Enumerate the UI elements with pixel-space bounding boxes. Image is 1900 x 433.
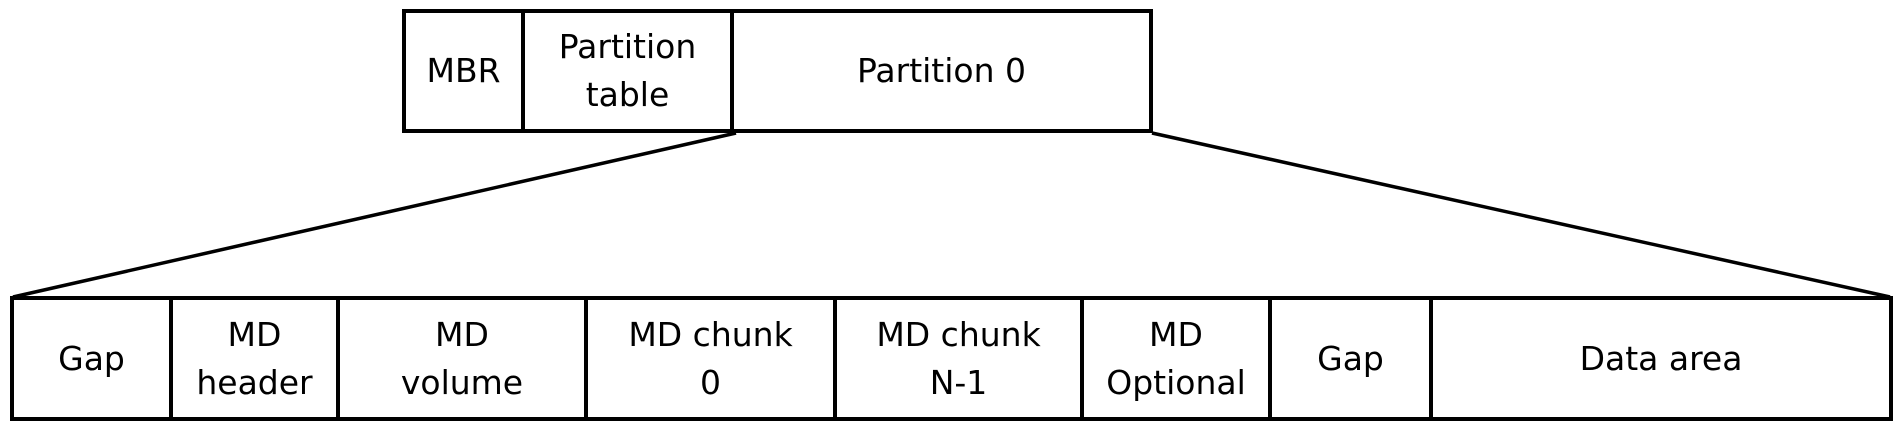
cell-mbr: MBR <box>402 9 525 133</box>
cell-md-volume-label: MD volume <box>400 314 524 402</box>
cell-md-chunk-n-1-label: MD chunk N-1 <box>876 314 1041 402</box>
cell-gap-1: Gap <box>10 296 173 421</box>
cell-partition-0-label: Partition 0 <box>856 51 1026 91</box>
cell-gap-2-label: Gap <box>1317 338 1384 378</box>
cell-md-volume: MD volume <box>340 296 588 421</box>
cell-md-chunk-0-label: MD chunk 0 <box>628 314 793 402</box>
cell-data-area: Data area <box>1433 296 1893 421</box>
cell-md-header-label: MD header <box>196 314 313 402</box>
cell-md-optional-label: MD Optional <box>1106 314 1246 402</box>
cell-gap-1-label: Gap <box>58 338 125 378</box>
cell-md-optional: MD Optional <box>1084 296 1272 421</box>
cell-md-chunk-0: MD chunk 0 <box>588 296 837 421</box>
cell-md-header: MD header <box>173 296 340 421</box>
cell-md-chunk-n-1: MD chunk N-1 <box>837 296 1084 421</box>
cell-partition-table: Partition table <box>525 9 734 133</box>
cell-mbr-label: MBR <box>426 51 501 91</box>
disk-row: MBR Partition table Partition 0 <box>402 9 1153 133</box>
partition-0-expanded-row: Gap MD header MD volume MD chunk 0 MD ch… <box>10 296 1893 421</box>
cell-gap-2: Gap <box>1272 296 1433 421</box>
expansion-line-right <box>1151 131 1891 299</box>
cell-partition-0: Partition 0 <box>734 9 1153 133</box>
expansion-line-left <box>12 131 737 299</box>
cell-partition-table-label: Partition table <box>558 27 697 114</box>
cell-data-area-label: Data area <box>1579 338 1743 378</box>
